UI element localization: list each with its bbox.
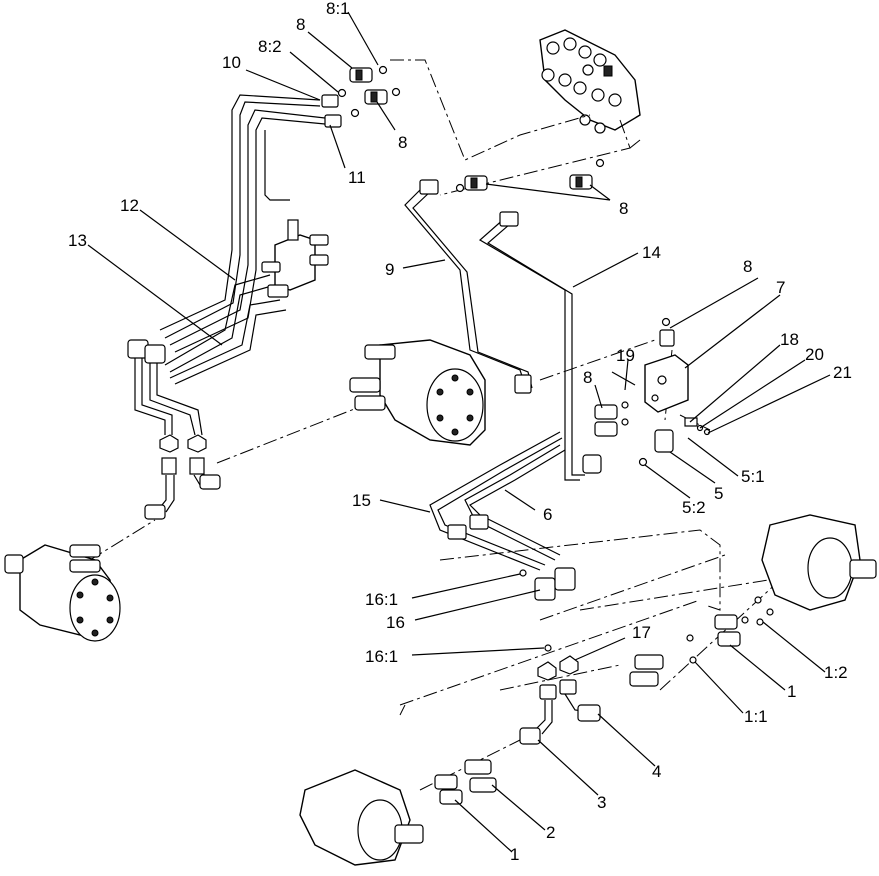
- callout-8-1: 8:1: [326, 0, 350, 18]
- callout-6: 6: [543, 505, 552, 524]
- callout-8: 8: [296, 15, 305, 34]
- callout-12: 12: [120, 196, 139, 215]
- callout-5-1: 5:1: [741, 467, 765, 486]
- flow-divider: [261, 219, 329, 298]
- callout-labels: 8:1 8 8:2 10 8 11 8 12 13 9 14 8 7 18 20…: [68, 0, 852, 864]
- callout-1: 1: [787, 682, 796, 701]
- callout-5: 5: [714, 484, 723, 503]
- callout-3: 3: [597, 793, 606, 812]
- callout-16: 16: [386, 613, 405, 632]
- callout-11: 11: [348, 168, 366, 187]
- leader-lines: [87, 11, 831, 853]
- left-motor-lines: [127, 339, 221, 520]
- callout-1-1: 1:1: [744, 707, 768, 726]
- callout-17: 17: [632, 623, 651, 642]
- valve-block-7: [594, 317, 711, 467]
- callout-9: 9: [385, 260, 394, 279]
- bottom-wheel-motor: [299, 759, 497, 866]
- callout-8-2: 8:2: [258, 37, 282, 56]
- control-valve: [539, 29, 641, 134]
- callout-7: 7: [776, 278, 785, 297]
- callout-16-1: 16:1: [365, 590, 398, 609]
- right-wheel-motor: [629, 514, 877, 687]
- callout-2: 2: [546, 823, 555, 842]
- hose-12-13: [159, 94, 326, 385]
- left-wheel-motor: [4, 544, 121, 642]
- callout-18: 18: [780, 330, 799, 349]
- callout-1: 1: [510, 845, 519, 864]
- callout-14: 14: [642, 243, 661, 262]
- fittings-top: [321, 65, 605, 193]
- callout-8: 8: [398, 133, 407, 152]
- callout-21: 21: [833, 363, 852, 382]
- callout-13: 13: [68, 231, 87, 250]
- lower-fittings: [519, 567, 601, 745]
- callout-5-2: 5:2: [682, 498, 706, 517]
- callout-15: 15: [352, 491, 371, 510]
- callout-20: 20: [805, 345, 824, 364]
- callout-4: 4: [652, 762, 661, 781]
- callout-19: 19: [616, 346, 635, 365]
- center-wheel-motor: [349, 339, 486, 446]
- callout-8: 8: [583, 368, 592, 387]
- callout-8: 8: [619, 199, 628, 218]
- callout-10: 10: [222, 53, 241, 72]
- callout-1-2: 1:2: [824, 663, 848, 682]
- callout-8: 8: [743, 257, 752, 276]
- callout-16-1: 16:1: [365, 647, 398, 666]
